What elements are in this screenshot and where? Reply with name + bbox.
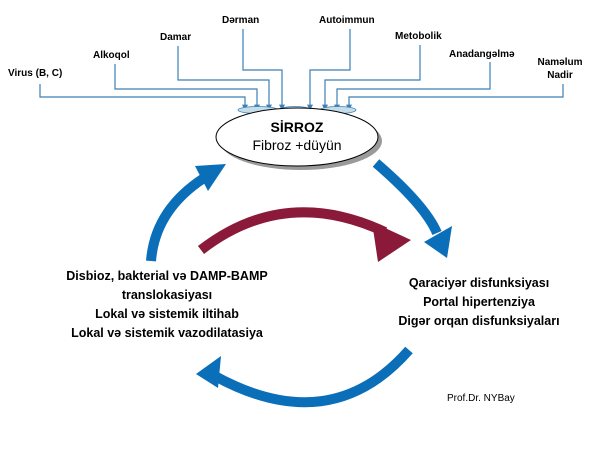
cycle-arrow-left — [146, 173, 207, 262]
left-block-line2: translokasiyası — [121, 288, 213, 302]
center-subtitle: Fibroz +düyün — [252, 137, 342, 153]
cause-namelum: Naməlum — [537, 57, 583, 68]
cause-nadir: Nadir — [547, 70, 573, 81]
credit-label: Prof.Dr. NYBay — [447, 393, 515, 404]
cause-namelum-nadir: Naməlum Nadir — [535, 56, 585, 82]
cycle-arrow-bottom — [210, 346, 413, 408]
cycle-arrow-bottom-head — [196, 356, 221, 388]
connector-namelum — [346, 84, 564, 111]
right-block-line2: Portal hipertenziya — [423, 295, 535, 309]
cause-metobolik: Metobolik — [395, 31, 442, 42]
cause-connectors — [39, 29, 564, 111]
center-ellipse — [215, 107, 379, 167]
connector-damar — [177, 46, 272, 111]
connector-derman — [242, 29, 285, 111]
center-arrow-head — [372, 222, 411, 262]
center-arrow — [197, 207, 388, 254]
right-block-line3: Digər orqan disfunksiyaları — [398, 314, 560, 328]
left-block: Disbioz, bakterial və DAMP-BAMP translok… — [22, 267, 312, 343]
cause-anadangelme: Anadangəlmə — [449, 49, 515, 60]
cause-alkoqol: Alkoqol — [93, 50, 130, 61]
cycle-arrow-left-head — [195, 164, 226, 191]
connector-anadangelme — [334, 62, 491, 111]
center-title: SİRROZ — [270, 119, 324, 135]
cause-autoimmun: Autoimmun — [319, 15, 375, 26]
left-block-line3: Lokal və sistemik iltihab — [95, 307, 239, 321]
cycle-arrow-top-right-head — [424, 226, 452, 258]
cause-damar: Damar — [160, 32, 192, 43]
connector-virus — [39, 84, 248, 111]
connector-alkoqol — [114, 64, 260, 111]
cause-virus: Virus (B, C) — [8, 68, 63, 79]
cause-derman: Dərman — [222, 15, 260, 26]
right-block-line1: Qaraciyər disfunksiyası — [408, 276, 550, 290]
cycle-arrow-top-right — [372, 159, 442, 236]
connector-metobolik — [322, 45, 421, 111]
left-block-line4: Lokal və sistemik vazodilatasiya — [71, 326, 263, 340]
connector-autoimmun — [307, 29, 351, 111]
right-block: Qaraciyər disfunksiyası Portal hipertenz… — [370, 274, 588, 331]
left-block-line1: Disbioz, bakterial və DAMP-BAMP — [66, 269, 268, 283]
